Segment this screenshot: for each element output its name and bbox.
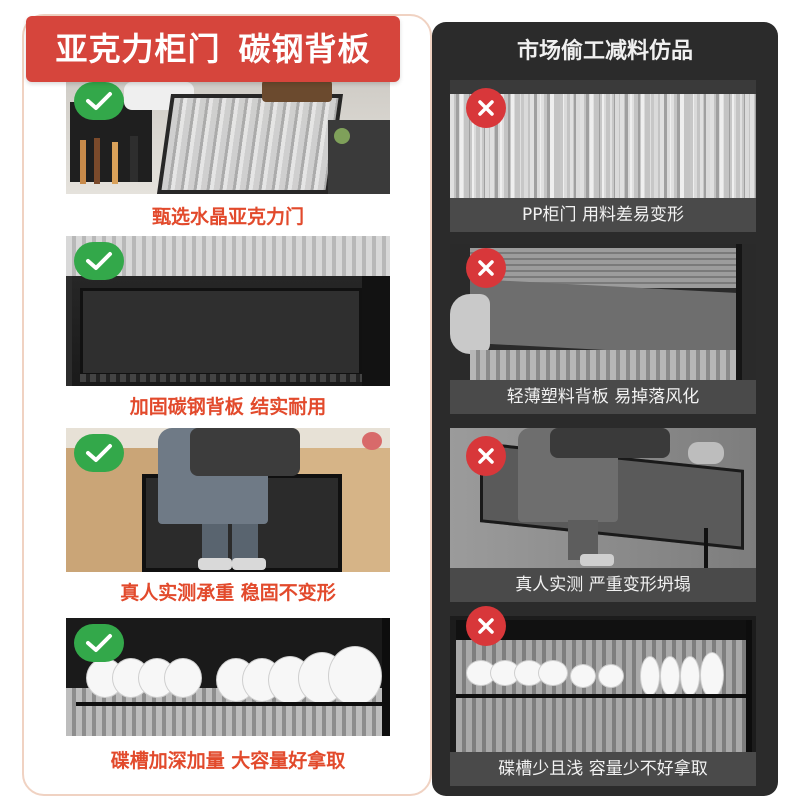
check-icon — [74, 82, 124, 120]
caption-steel-back: 加固碳钢背板 结实耐用 — [129, 396, 327, 418]
imitation-product-panel: 市场偷工减料仿品 PP柜门 用料差易变形 轻薄塑料背板 易掉落风化 — [432, 22, 778, 796]
imitation-title: 市场偷工减料仿品 — [516, 39, 693, 64]
caption-plastic-back: 轻薄塑料背板 易掉落风化 — [450, 380, 756, 414]
title-banner: 亚克力柜门碳钢背板 — [26, 16, 400, 82]
check-icon — [74, 624, 124, 662]
cross-icon — [466, 436, 506, 476]
caption-load-test: 真人实测承重 稳固不变形 — [120, 582, 336, 604]
check-icon — [74, 242, 124, 280]
caption-dish-slots: 碟槽加深加量 大容量好拿取 — [110, 750, 346, 772]
caption-acrylic-door: 甄选水晶亚克力门 — [151, 206, 304, 228]
cross-icon — [466, 248, 506, 288]
check-icon — [74, 434, 124, 472]
caption-deform-test: 真人实测 严重变形坍塌 — [450, 568, 756, 602]
cross-icon — [466, 606, 506, 646]
title-acrylic-door: 亚克力柜门 — [55, 30, 221, 68]
caption-shallow-slots: 碟槽少且浅 容量少不好拿取 — [450, 752, 756, 786]
caption-pp-door: PP柜门 用料差易变形 — [450, 198, 756, 232]
title-carbon-steel-back: 碳钢背板 — [238, 30, 371, 68]
photo-load-test-person — [66, 428, 390, 572]
cross-icon — [466, 88, 506, 128]
photo-steel-back-panel — [66, 236, 390, 386]
good-card-load-test: 真人实测承重 稳固不变形 — [66, 428, 390, 608]
good-card-steel-back: 加固碳钢背板 结实耐用 — [66, 236, 390, 422]
